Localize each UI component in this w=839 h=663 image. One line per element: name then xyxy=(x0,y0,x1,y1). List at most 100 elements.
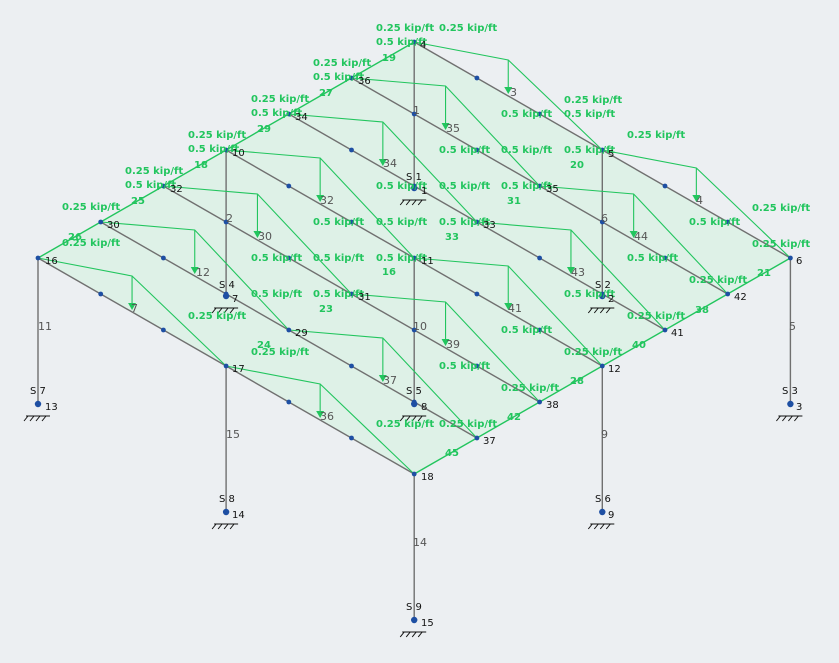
support-hatch xyxy=(35,415,41,422)
support-hatch xyxy=(41,415,47,422)
support-hatch xyxy=(229,307,235,314)
node-label: 34 xyxy=(295,112,308,123)
load-id-label: 29 xyxy=(257,124,271,135)
load-id-label: 28 xyxy=(570,376,584,387)
support-label: S 9 xyxy=(406,602,422,613)
model-node xyxy=(599,363,605,369)
load-strip xyxy=(288,78,728,330)
model-node xyxy=(725,291,731,297)
load-label: 0.25 kip/ft xyxy=(689,275,747,286)
load-label: 0.5 kip/ft xyxy=(501,325,552,336)
load-arrow-head xyxy=(253,231,262,238)
member-label: 36 xyxy=(320,410,334,423)
load-id-label: 26 xyxy=(68,232,82,243)
support-hatch xyxy=(593,307,599,314)
model-node xyxy=(286,183,292,189)
support-hatch xyxy=(411,415,417,422)
model-node xyxy=(286,255,292,261)
support-hatch xyxy=(593,523,599,530)
support-hatch xyxy=(587,523,593,530)
load-strip xyxy=(38,222,477,474)
support-label: S 8 xyxy=(219,494,235,505)
load-label: 0.25 kip/ft xyxy=(125,166,183,177)
load-arrow-head xyxy=(566,267,575,274)
load-label: 0.25 kip/ft xyxy=(313,58,371,69)
load-area-layer xyxy=(38,42,791,474)
model-node xyxy=(537,255,542,261)
node-label: 1 xyxy=(421,186,427,197)
load-label: 0.5 kip/ft xyxy=(313,289,364,300)
model-node xyxy=(474,363,480,369)
node-label: 16 xyxy=(45,256,58,267)
model-node xyxy=(599,147,605,153)
labels-layer: 0.25 kip/ft 0.25 kip/ft 0.5 kip/ft 0.25 kip… xyxy=(30,23,810,629)
load-label: 0.5 kip/ft xyxy=(439,181,490,192)
node-label: 13 xyxy=(45,402,58,413)
node-label: 8 xyxy=(421,402,427,413)
node-label: 37 xyxy=(483,436,496,447)
member-label: 39 xyxy=(446,338,460,351)
load-label: 0.25 kip/ft xyxy=(752,203,810,214)
model-node xyxy=(411,399,417,405)
load-label: 0.25 kip/ft xyxy=(188,311,246,322)
load-label: 0.5 kip/ft xyxy=(125,180,176,191)
load-label: 0.5 kip/ft xyxy=(313,253,364,264)
load-id-label: 25 xyxy=(131,196,145,207)
support-hatch xyxy=(399,415,405,422)
load-id-label: 18 xyxy=(194,160,208,171)
member-label: 9 xyxy=(601,428,608,441)
node-label: 41 xyxy=(671,328,684,339)
load-label: 0.5 kip/ft xyxy=(564,109,615,120)
load-label: 0.25 kip/ft xyxy=(376,23,434,34)
model-node xyxy=(411,111,417,117)
model-node xyxy=(474,291,480,297)
load-arrow-head xyxy=(629,231,638,238)
load-label: 0.5 kip/ft xyxy=(251,289,302,300)
member-label: 34 xyxy=(383,157,397,170)
support-hatch xyxy=(605,307,611,314)
load-arrow-head xyxy=(441,123,450,130)
support-hatch xyxy=(782,415,787,422)
support-hatch xyxy=(411,631,417,638)
model-node xyxy=(788,255,793,261)
member-label: 6 xyxy=(601,212,608,225)
node-label: 4 xyxy=(420,40,426,51)
node-label: 7 xyxy=(232,294,238,305)
support-hatch xyxy=(605,523,611,530)
support-node xyxy=(599,508,606,516)
load-id-label: 38 xyxy=(695,305,709,316)
load-id-label: 24 xyxy=(257,340,271,351)
member-label: 2 xyxy=(226,212,233,225)
model-node xyxy=(537,399,542,405)
model-node xyxy=(537,183,542,189)
model-node xyxy=(286,111,292,117)
model-node xyxy=(474,147,480,153)
support-hatch xyxy=(417,415,423,422)
load-arrows-layer xyxy=(37,41,791,475)
model-node xyxy=(286,399,292,405)
support-hatch xyxy=(417,631,423,638)
support-node xyxy=(34,400,42,408)
support-hatch xyxy=(411,199,417,206)
support-label: S 6 xyxy=(595,494,611,505)
load-id-label: 19 xyxy=(382,53,396,64)
node-label: 9 xyxy=(608,510,614,521)
load-arrow-head xyxy=(441,339,450,346)
model-node xyxy=(662,255,668,261)
support-label: S 5 xyxy=(406,386,422,397)
load-id-label: 16 xyxy=(382,267,396,278)
node-label: 14 xyxy=(232,510,245,521)
support-hatch xyxy=(211,523,217,530)
member-label: 7 xyxy=(131,302,138,315)
load-label: 0.5 kip/ft xyxy=(251,253,302,264)
node-label: 18 xyxy=(421,472,434,483)
load-label: 0.5 kip/ft xyxy=(376,217,427,228)
load-label: 0.5 kip/ft xyxy=(564,289,615,300)
model-node xyxy=(537,111,542,117)
model-node xyxy=(161,255,166,261)
model-node xyxy=(725,219,731,225)
model-node xyxy=(223,291,229,297)
load-label: 0.5 kip/ft xyxy=(439,145,490,156)
